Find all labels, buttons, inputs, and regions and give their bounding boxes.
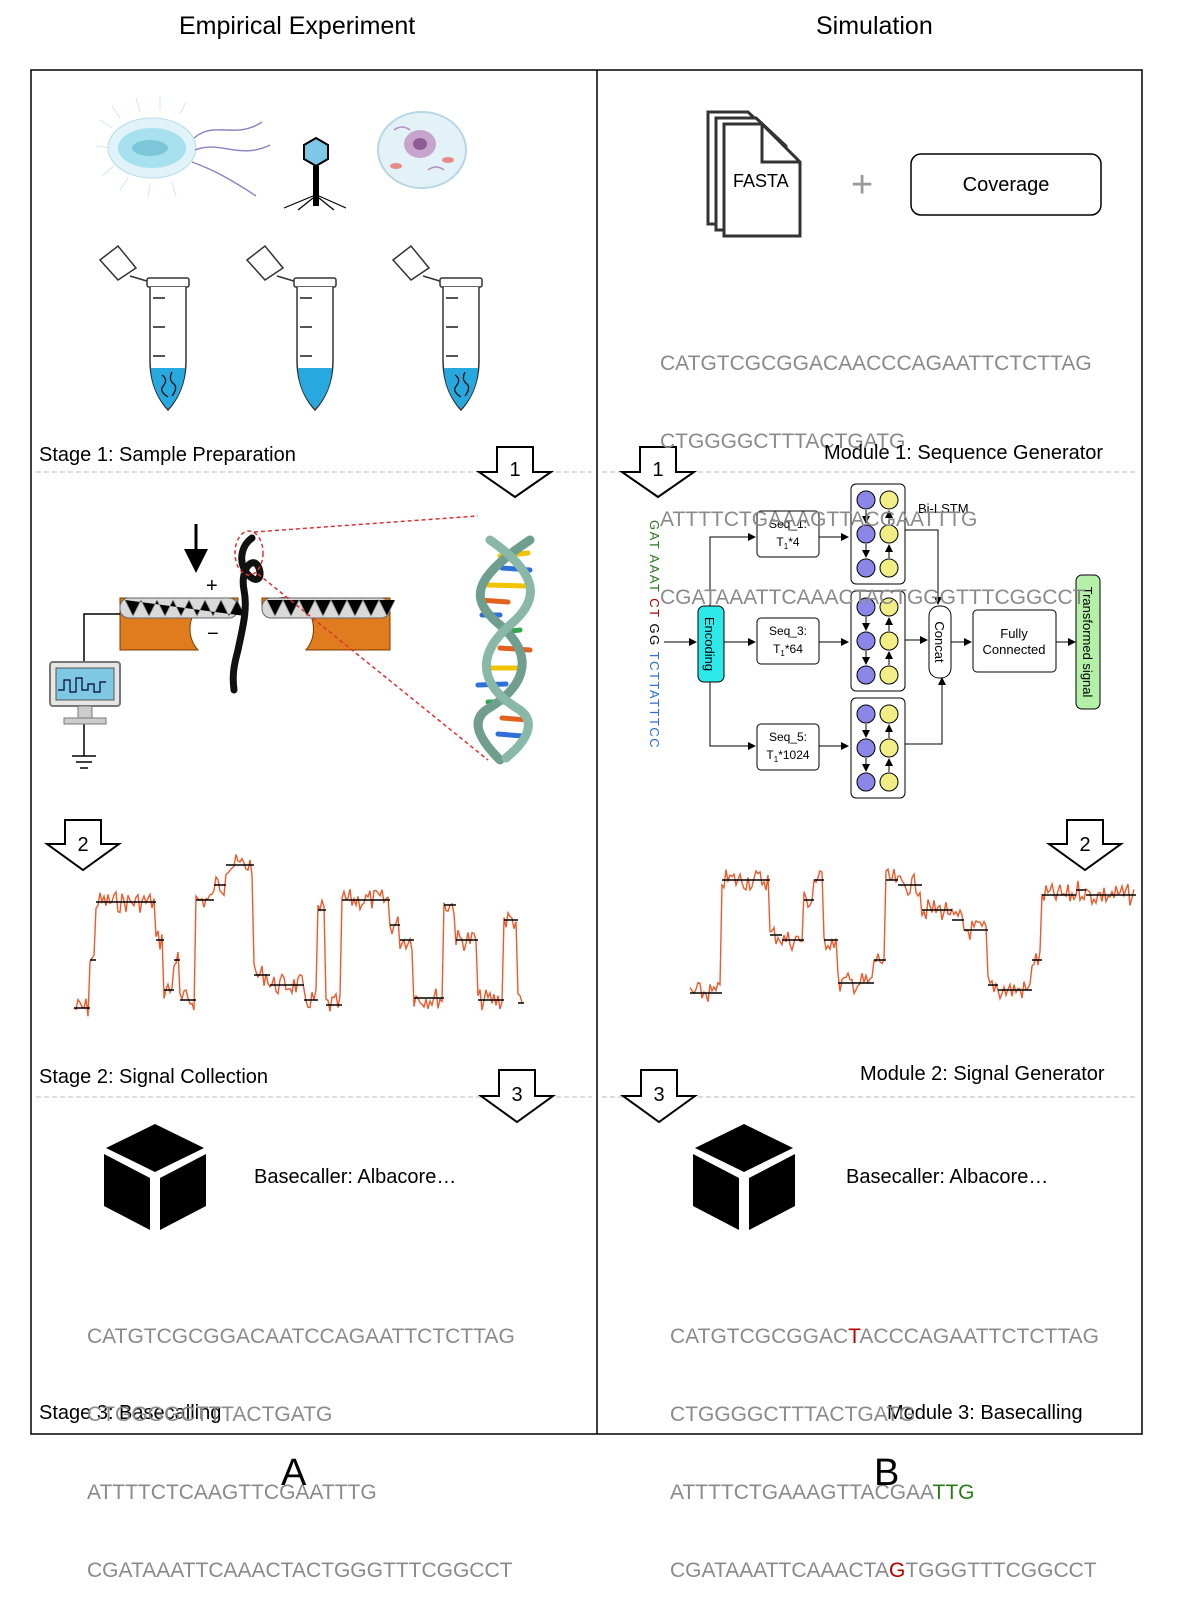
network-connections	[664, 529, 1076, 750]
arrow-1-left	[475, 446, 555, 499]
arrow-3-right	[619, 1069, 699, 1124]
dna-double-helix-icon	[473, 535, 535, 765]
panel-label-a: A	[281, 1452, 307, 1494]
simulated-signal-trace	[689, 867, 1136, 1002]
electrode-plus: +	[206, 575, 218, 597]
plus-sign: +	[851, 164, 874, 206]
sample-tube-3	[391, 244, 483, 412]
figure-canvas: 1 1 2 2 3 3 + −	[30, 69, 1143, 1435]
seq5-block	[756, 723, 820, 771]
fully-connected-block	[972, 609, 1057, 673]
seq3-block	[756, 617, 820, 665]
sample-tube-1	[98, 244, 190, 412]
output-block	[1075, 574, 1101, 710]
concat-label: Concat	[932, 621, 947, 663]
column-title-empirical: Empirical Experiment	[179, 12, 416, 40]
seq5-name: Seq_5:	[769, 730, 807, 744]
basecaller-blackbox-icon-right	[693, 1124, 795, 1230]
arrow-3-left-label: 3	[511, 1084, 522, 1106]
seq1-name: Seq_1:	[769, 517, 807, 531]
stage2-label: Stage 2: Signal Collection	[39, 1066, 269, 1088]
seq5-dim: T1*1024	[766, 748, 809, 764]
input-sequence: GAT AAAT CT GG TCTTATTTCC	[647, 520, 662, 749]
coverage-box	[910, 153, 1102, 216]
arrow-2-right	[1045, 819, 1125, 872]
seq3-dim: T1*64	[773, 642, 803, 658]
zoom-line-bottom	[257, 573, 489, 761]
lstm-block-3	[850, 697, 906, 799]
arrow-2-left-label: 2	[77, 834, 88, 856]
stage1-label: Stage 1: Sample Preparation	[39, 444, 296, 466]
dna-strand-through-pore	[229, 534, 264, 694]
read-error-insertion: TTG	[932, 1481, 975, 1504]
zoom-line-top	[253, 515, 479, 533]
arrow-2-right-label: 2	[1079, 834, 1090, 856]
stage3-label: Stage 3: Basecalling	[39, 1402, 222, 1424]
arrow-3-left	[477, 1069, 557, 1124]
column-title-simulation: Simulation	[816, 12, 933, 40]
basecaller-label-left: Basecaller: Albacore…	[254, 1166, 457, 1188]
electrode-minus: −	[207, 623, 219, 645]
lstm-block-1	[850, 483, 906, 585]
encoding-label: Encoding	[702, 617, 717, 671]
concat-block	[928, 605, 952, 679]
read-error-substitution-1: T	[848, 1325, 860, 1348]
read-error-substitution-2: G	[888, 1559, 906, 1582]
seq3-name: Seq_3:	[769, 624, 807, 638]
output-label: Transformed signal	[1080, 587, 1095, 698]
arrow-1-right	[618, 446, 698, 499]
flow-arrows	[43, 446, 1125, 1124]
empirical-basecalled-reads: CATGTCGCGGACAATCCAGAATTCTCTTAG CTGGGGCTT…	[87, 1325, 515, 1582]
nanopore-membrane	[119, 596, 396, 651]
fasta-label: FASTA	[733, 171, 789, 191]
module2-label: Module 2: Signal Generator	[860, 1063, 1105, 1085]
basecaller-blackbox-icon-left	[104, 1124, 206, 1230]
arrow-1-left-label: 1	[509, 459, 520, 481]
figure-frame	[30, 69, 1143, 1435]
seq1-block	[756, 510, 820, 558]
fc-label-line2: Connected	[983, 642, 1046, 657]
sample-tube-2	[245, 244, 337, 412]
seq1-dim: T1*4	[776, 535, 799, 551]
lstm-block-2	[850, 590, 906, 692]
eukaryotic-cell-icon	[377, 111, 467, 189]
bacteriophage-icon	[283, 136, 347, 211]
oscilloscope-icon	[49, 661, 121, 725]
reference-sequences: CATGTCGCGGACAACCCAGAATTCTCTTAG CTGGGGCTT…	[660, 352, 1092, 609]
fc-label-line1: Fully	[1000, 626, 1028, 641]
module3-label: Module 3: Basecalling	[887, 1402, 1083, 1424]
basecaller-label-right: Basecaller: Albacore…	[846, 1166, 1049, 1188]
panel-label-b: B	[874, 1452, 900, 1494]
zoom-ellipse	[234, 530, 264, 576]
coverage-label: Coverage	[962, 174, 1050, 196]
simulated-basecalled-reads: CATGTCGCGGACTACCCAGAATTCTCTTAG CTGGGGCTT…	[670, 1325, 1099, 1582]
arrow-2-left	[43, 819, 123, 872]
arrow-1-right-label: 1	[652, 459, 663, 481]
encoding-block	[697, 605, 725, 683]
empirical-signal-trace	[73, 854, 524, 1017]
bilstm-label: Bi-LSTM	[918, 501, 969, 516]
arrow-3-right-label: 3	[653, 1084, 664, 1106]
module1-label: Module 1: Sequence Generator	[824, 442, 1104, 464]
bacterium-icon	[95, 96, 271, 199]
fasta-file-icon	[706, 110, 802, 238]
